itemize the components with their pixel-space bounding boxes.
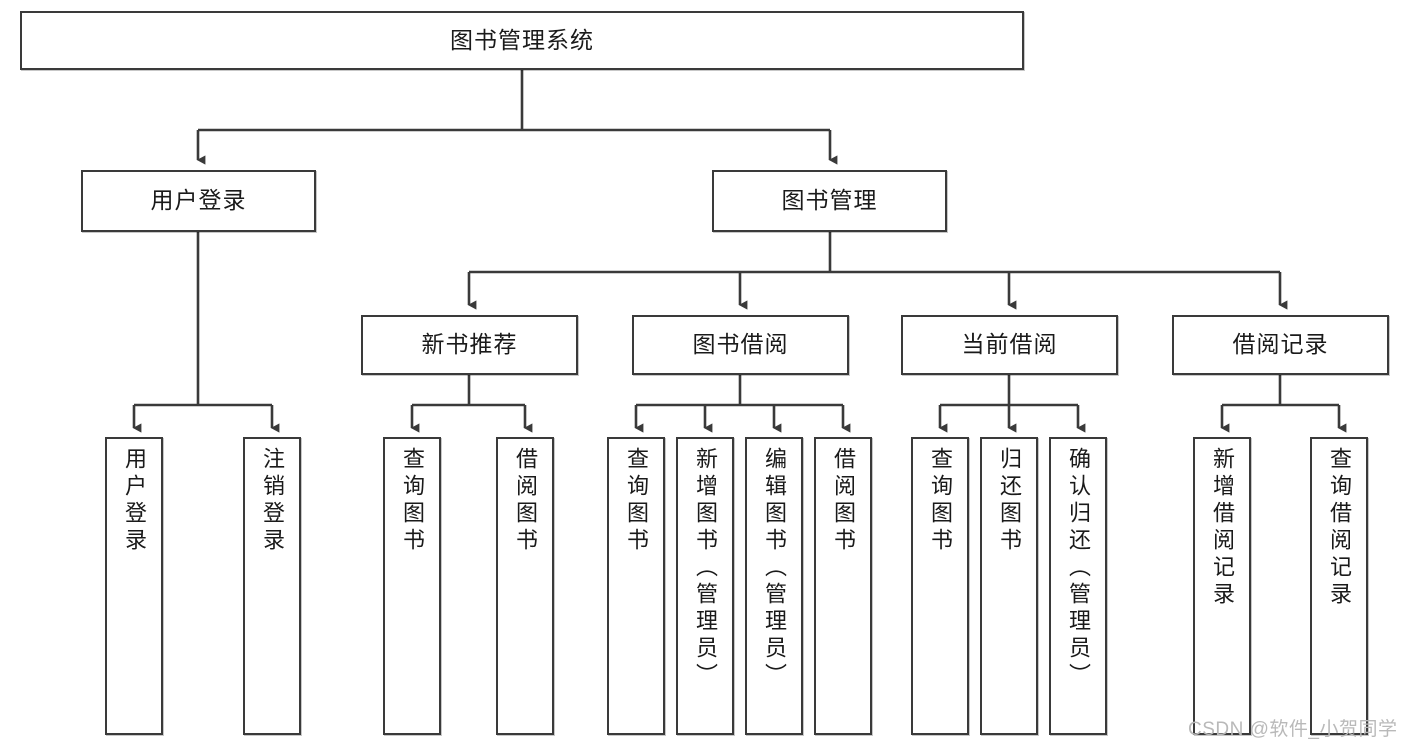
node-leaf-query-record[interactable]: 查询借阅记录 [1310, 437, 1368, 735]
node-leaf-query-book-3-label: 查询图书 [928, 447, 953, 555]
node-new-book-rec-label: 新书推荐 [421, 331, 518, 358]
node-leaf-confirm-return-label: 确认归还（管理员） [1066, 447, 1091, 690]
node-leaf-confirm-return[interactable]: 确认归还（管理员） [1049, 437, 1107, 735]
node-book-manage[interactable]: 图书管理 [712, 170, 947, 232]
node-leaf-logout-label: 注销登录 [260, 447, 285, 555]
node-leaf-borrow-book-1[interactable]: 借阅图书 [496, 437, 554, 735]
node-root[interactable]: 图书管理系统 [20, 11, 1024, 70]
node-leaf-query-book-1-label: 查询图书 [400, 447, 425, 555]
node-leaf-logout[interactable]: 注销登录 [243, 437, 301, 735]
node-root-label: 图书管理系统 [450, 26, 594, 53]
node-leaf-return-book[interactable]: 归还图书 [980, 437, 1038, 735]
node-book-borrow[interactable]: 图书借阅 [632, 315, 849, 375]
node-leaf-query-record-label: 查询借阅记录 [1327, 447, 1352, 609]
watermark: CSDN @软件_小贺同学 [1188, 719, 1398, 740]
node-leaf-user-login[interactable]: 用户登录 [105, 437, 163, 735]
node-current-borrow-label: 当前借阅 [961, 331, 1058, 358]
node-book-manage-label: 图书管理 [781, 187, 878, 214]
node-new-book-rec[interactable]: 新书推荐 [361, 315, 578, 375]
node-leaf-add-book[interactable]: 新增图书（管理员） [676, 437, 734, 735]
node-leaf-add-record-label: 新增借阅记录 [1210, 447, 1235, 609]
node-leaf-query-book-3[interactable]: 查询图书 [911, 437, 969, 735]
node-leaf-query-book-1[interactable]: 查询图书 [383, 437, 441, 735]
node-current-borrow[interactable]: 当前借阅 [901, 315, 1118, 375]
node-user-login[interactable]: 用户登录 [81, 170, 316, 232]
node-book-borrow-label: 图书借阅 [692, 331, 789, 358]
node-user-login-label: 用户登录 [150, 187, 247, 214]
node-leaf-user-login-label: 用户登录 [122, 447, 147, 555]
node-leaf-edit-book[interactable]: 编辑图书（管理员） [745, 437, 803, 735]
node-leaf-borrow-book-2-label: 借阅图书 [831, 447, 856, 555]
node-leaf-query-book-2-label: 查询图书 [624, 447, 649, 555]
node-leaf-borrow-book-2[interactable]: 借阅图书 [814, 437, 872, 735]
node-borrow-record-label: 借阅记录 [1232, 331, 1329, 358]
node-leaf-add-book-label: 新增图书（管理员） [693, 447, 718, 690]
node-borrow-record[interactable]: 借阅记录 [1172, 315, 1389, 375]
node-leaf-return-book-label: 归还图书 [997, 447, 1022, 555]
node-leaf-borrow-book-1-label: 借阅图书 [513, 447, 538, 555]
node-leaf-edit-book-label: 编辑图书（管理员） [762, 447, 787, 690]
node-leaf-add-record[interactable]: 新增借阅记录 [1193, 437, 1251, 735]
node-leaf-query-book-2[interactable]: 查询图书 [607, 437, 665, 735]
